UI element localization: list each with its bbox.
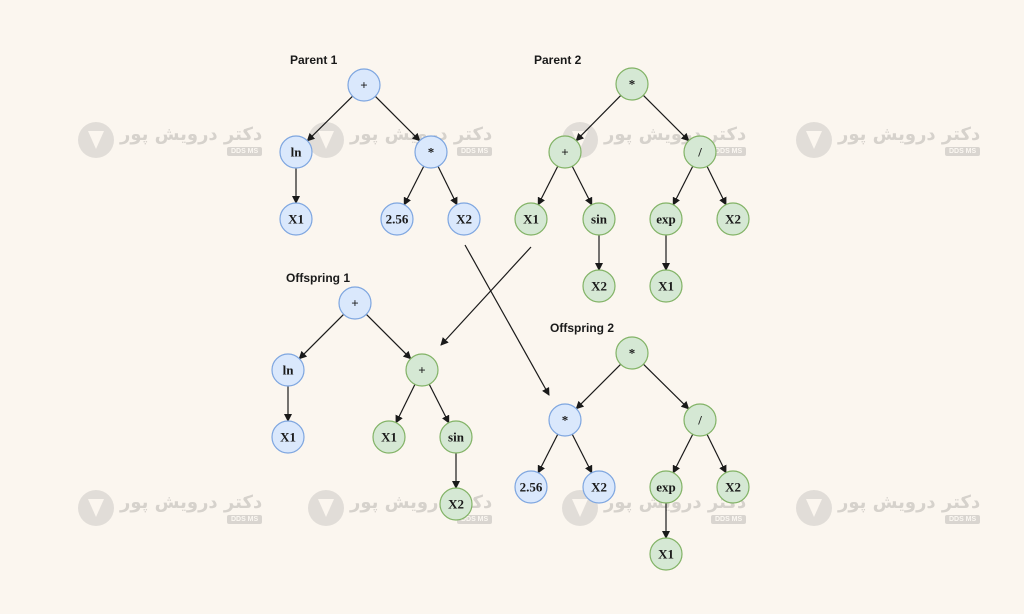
node-parent2-sin-x2: X2 <box>582 269 616 303</box>
node-offspring2-exp: exp <box>649 470 683 504</box>
edge-p2-root-plus <box>575 94 622 142</box>
svg-text:+: + <box>561 145 568 160</box>
node-parent1-mul: * <box>414 135 448 169</box>
edge-p2-plus-x1 <box>537 165 559 206</box>
svg-text:X1: X1 <box>658 279 674 294</box>
node-parent2-x1: X1 <box>514 202 548 236</box>
node-parent1-x2: X2 <box>447 202 481 236</box>
svg-text:X2: X2 <box>725 212 741 227</box>
node-offspring2-div-x2: X2 <box>716 470 750 504</box>
svg-text:*: * <box>562 413 569 428</box>
node-offspring2-x2: X2 <box>582 470 616 504</box>
edge-o1-plus-x1 <box>395 384 416 424</box>
crossover-arrow-to-offspring2 <box>464 244 550 396</box>
svg-text:ln: ln <box>283 363 295 378</box>
edge-o2-div-x2 <box>706 434 727 474</box>
svg-text:+: + <box>418 363 425 378</box>
edge-p1-mul-x2 <box>437 166 458 206</box>
edge-o2-root-mul <box>575 363 622 410</box>
svg-text:X1: X1 <box>288 212 304 227</box>
node-offspring1-plus-x1: X1 <box>372 420 406 454</box>
svg-text:X2: X2 <box>725 480 741 495</box>
node-parent2-x2: X2 <box>716 202 750 236</box>
node-parent1-c256: 2.56 <box>380 202 414 236</box>
svg-text:X2: X2 <box>591 480 607 495</box>
node-offspring2-mul: * <box>548 403 582 437</box>
svg-text:X2: X2 <box>456 212 472 227</box>
node-offspring2-div: / <box>683 403 717 437</box>
edge-p2-div-exp <box>672 165 694 206</box>
svg-text:X2: X2 <box>448 497 464 512</box>
node-parent2-exp-x1: X1 <box>649 269 683 303</box>
node-parent2-root: * <box>615 67 649 101</box>
node-parent2-exp: exp <box>649 202 683 236</box>
node-parent1-root: + <box>347 68 381 102</box>
svg-text:exp: exp <box>656 212 676 227</box>
edge-layer <box>284 94 727 539</box>
svg-text:*: * <box>629 77 636 92</box>
svg-text:ln: ln <box>291 145 303 160</box>
svg-text:2.56: 2.56 <box>520 480 543 495</box>
node-parent2-plus: + <box>548 135 582 169</box>
label-offspring-1: Offspring 1 <box>286 271 350 285</box>
svg-text:+: + <box>360 78 367 93</box>
svg-text:+: + <box>351 296 358 311</box>
edge-p2-plus-sin <box>571 165 593 206</box>
svg-text:*: * <box>428 145 435 160</box>
svg-text:X1: X1 <box>658 547 674 562</box>
edge-p2-root-div <box>642 94 690 142</box>
edge-o2-root-div <box>642 363 690 410</box>
node-parent2-sin: sin <box>582 202 616 236</box>
svg-text:exp: exp <box>656 480 676 495</box>
svg-text:X2: X2 <box>591 279 607 294</box>
crossover-arrow-to-offspring1 <box>440 246 532 346</box>
node-offspring1-x1: X1 <box>271 420 305 454</box>
node-offspring2-exp-x1: X1 <box>649 537 683 571</box>
svg-text:/: / <box>697 413 702 428</box>
node-parent1-ln: ln <box>279 135 313 169</box>
node-offspring1-ln: ln <box>271 353 305 387</box>
svg-text:X1: X1 <box>381 430 397 445</box>
node-offspring2-c256: 2.56 <box>514 470 548 504</box>
edge-o1-plus-sin <box>428 383 450 424</box>
svg-text:*: * <box>629 346 636 361</box>
node-offspring2-root: * <box>615 336 649 370</box>
svg-text:X1: X1 <box>523 212 539 227</box>
edge-p1-root-mul <box>374 95 421 142</box>
edge-p1-root-ln <box>306 95 354 142</box>
svg-text:sin: sin <box>591 212 608 227</box>
svg-text:/: / <box>697 145 702 160</box>
svg-text:X1: X1 <box>280 430 296 445</box>
label-parent-1: Parent 1 <box>290 53 338 67</box>
edge-o2-mul-c256 <box>537 433 559 474</box>
node-parent1-x1: X1 <box>279 202 313 236</box>
edge-o1-root-plus <box>365 313 412 360</box>
node-offspring1-root: + <box>338 286 372 320</box>
node-offspring1-sin: sin <box>439 420 473 454</box>
edge-o1-root-ln <box>298 313 345 360</box>
edge-p1-mul-c256 <box>403 165 425 206</box>
label-offspring-2: Offspring 2 <box>550 321 614 335</box>
node-parent2-div: / <box>683 135 717 169</box>
node-offspring1-sin-x2: X2 <box>439 487 473 521</box>
label-parent-2: Parent 2 <box>534 53 582 67</box>
edge-p2-div-x2 <box>706 166 727 206</box>
edge-o2-div-exp <box>672 433 694 474</box>
svg-text:sin: sin <box>448 430 465 445</box>
edge-o2-mul-x2 <box>571 433 593 474</box>
node-offspring1-plus: + <box>405 353 439 387</box>
svg-text:2.56: 2.56 <box>386 212 409 227</box>
